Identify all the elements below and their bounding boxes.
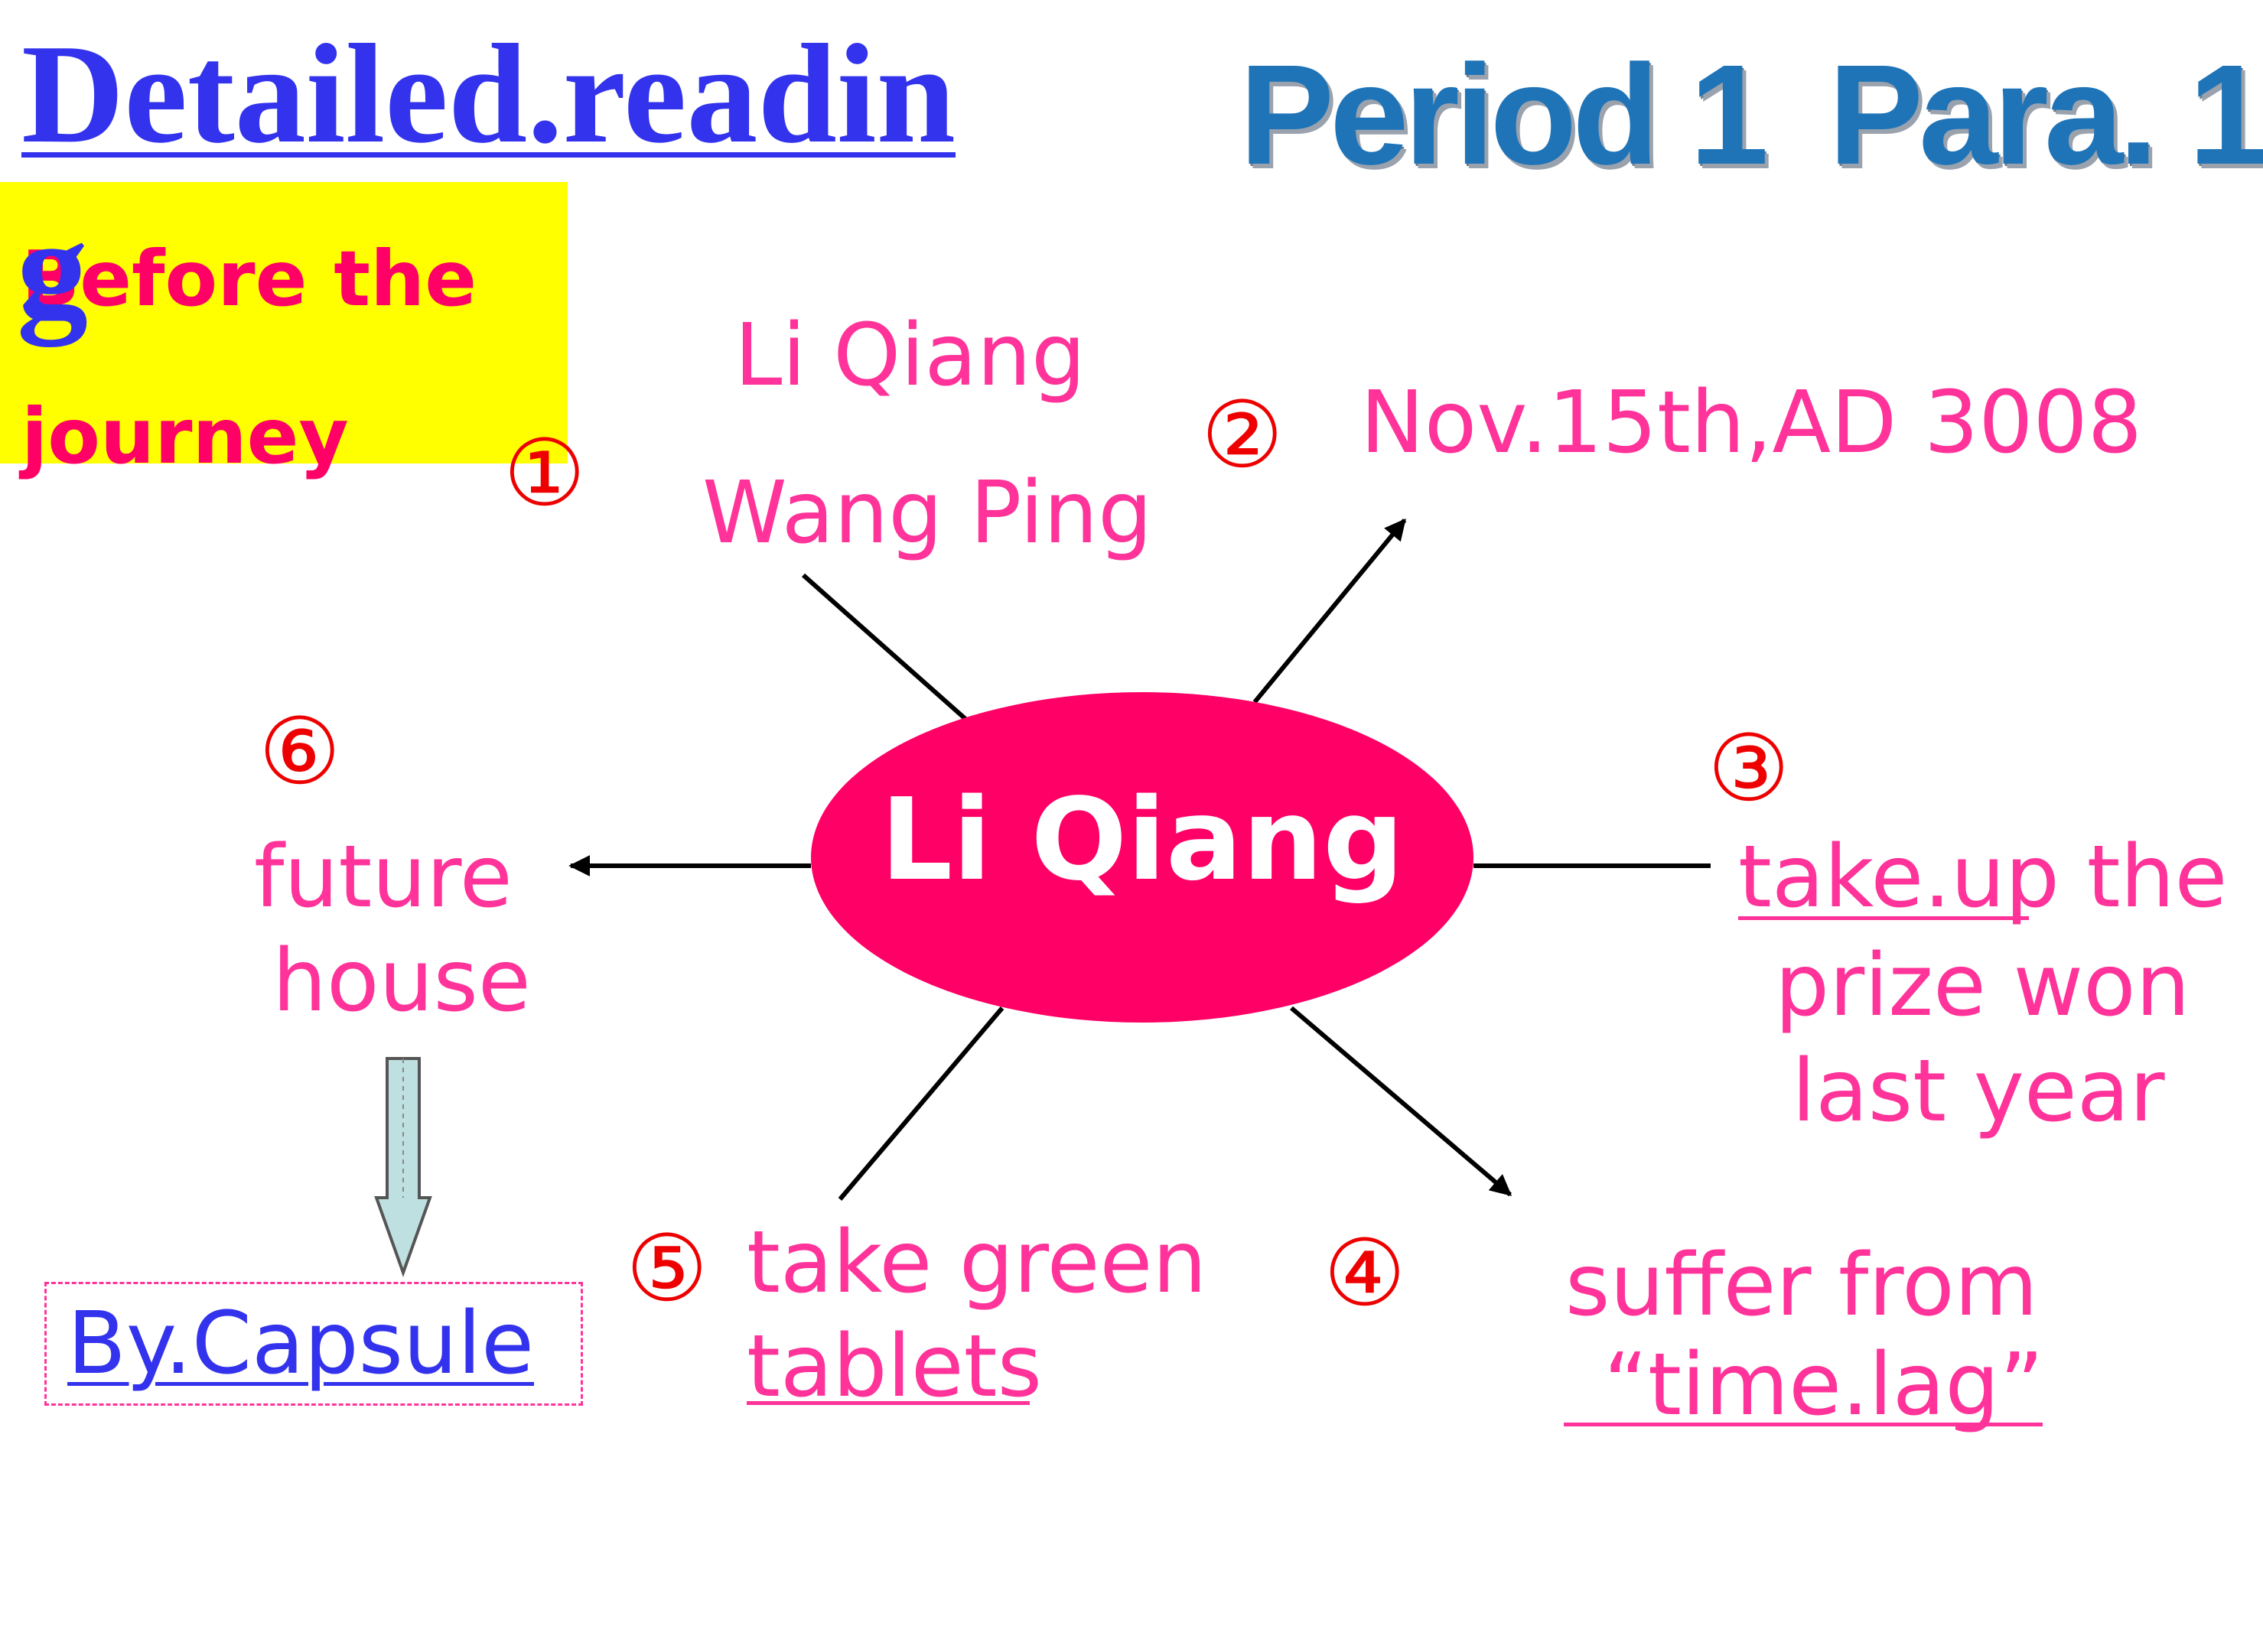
mindmap-connectors	[374, 518, 1711, 1277]
down-arrow-icon	[374, 1057, 432, 1277]
node-6-line-2: house	[272, 932, 531, 1031]
node-4-number: ④	[1324, 1221, 1406, 1327]
connector-4	[1290, 1006, 1512, 1197]
node-2-text: Nov.15th,AD 3008	[1360, 373, 2142, 473]
node-4-line-2: “time.lag”	[1604, 1335, 2044, 1435]
node-5-number: ⑤	[626, 1216, 708, 1322]
node-3-number: ③	[1708, 716, 1790, 822]
node-4-line-1: suffer from	[1565, 1236, 2038, 1335]
para-label: Para. 1	[1828, 36, 2263, 194]
node-3-line-3: last year	[1792, 1042, 2165, 1141]
center-label: Li Qiang	[880, 774, 1405, 906]
connector-1	[802, 573, 967, 721]
node-3-underline	[1738, 916, 2029, 920]
page-title[interactable]: Detailed.readin	[21, 15, 956, 173]
node-3-line-2: prize won	[1775, 936, 2190, 1036]
connector-5	[838, 1006, 1005, 1201]
page-title-wrap[interactable]: g	[17, 190, 88, 347]
period-label: Period 1	[1239, 36, 1769, 194]
capsule-link-box	[44, 1282, 583, 1406]
node-4-underline	[1564, 1423, 2043, 1426]
section-label-box	[0, 182, 568, 463]
node-6-number: ⑥	[259, 699, 341, 805]
section-label: Before the journey	[21, 234, 477, 481]
node-1-line-1: Li Qiang	[734, 306, 1086, 405]
capsule-link[interactable]: By.Capsule	[67, 1294, 535, 1393]
node-2-number: ②	[1201, 382, 1284, 489]
connector-2	[1252, 518, 1407, 704]
node-1-number: ①	[503, 421, 586, 527]
node-3-line-1: take.up the	[1738, 828, 2228, 927]
node-5-underline	[747, 1401, 1030, 1405]
center-node	[811, 692, 1473, 1023]
node-5-line-1: take green	[747, 1213, 1207, 1312]
node-6-line-1: future	[254, 828, 513, 927]
node-5-line-2: tablets	[747, 1317, 1042, 1416]
node-1-line-2: Wang Ping	[702, 463, 1153, 563]
